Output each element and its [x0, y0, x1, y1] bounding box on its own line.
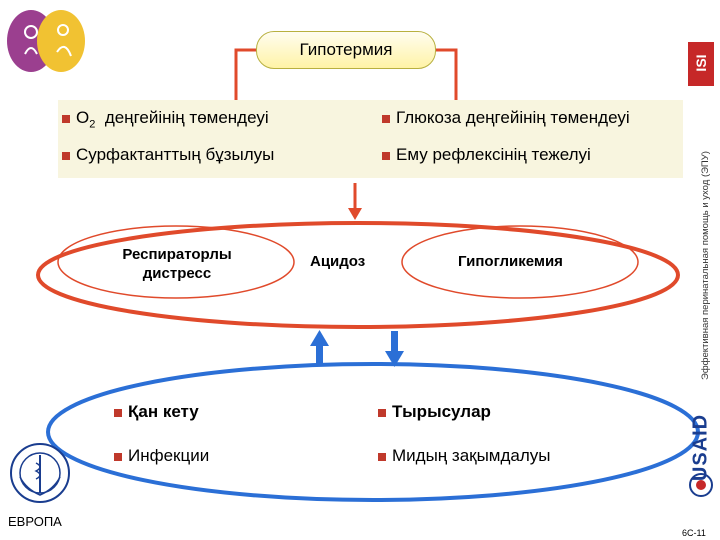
outcome-item: Инфекции: [114, 446, 209, 466]
cause-item: O2 деңгейінің төмендеуі: [62, 108, 269, 130]
who-region-label: ЕВРОПА: [8, 514, 62, 529]
bullet-icon: [382, 114, 390, 123]
outcomes-oval: [46, 362, 700, 502]
effect-respiratory-distress: Респираторлы дистресс: [122, 246, 232, 282]
cause-item: Ему рефлексінің тежелуі: [382, 145, 591, 165]
effect-acidosis: Ацидоз: [310, 253, 366, 270]
bullet-icon: [378, 408, 386, 417]
who-emblem-icon: [8, 437, 72, 516]
effects-oval: [36, 221, 680, 329]
brand-logo: [5, 6, 87, 76]
usaid-seal-icon: [688, 472, 714, 503]
cause-item: Сурфактанттың бұзылуы: [62, 145, 274, 165]
bullet-icon: [378, 452, 386, 461]
bullet-icon: [114, 452, 122, 461]
effect-hypoglycemia: Гипогликемия: [458, 253, 563, 270]
bullet-icon: [114, 408, 122, 417]
outcome-item: Қан кету: [114, 402, 199, 422]
outcome-item: Мидың зақымдалуы: [378, 446, 551, 466]
causes-panel: [58, 100, 683, 178]
bullet-icon: [62, 114, 70, 123]
bullet-icon: [62, 151, 70, 160]
bullet-icon: [382, 151, 390, 160]
outcome-item: Тырысулар: [378, 402, 491, 422]
slide-number: 6C-11: [682, 528, 706, 538]
page-title: Гипотермия: [256, 31, 436, 69]
isi-logo: ISI: [688, 42, 714, 86]
cause-item: Глюкоза деңгейінің төмендеуі: [382, 108, 630, 128]
